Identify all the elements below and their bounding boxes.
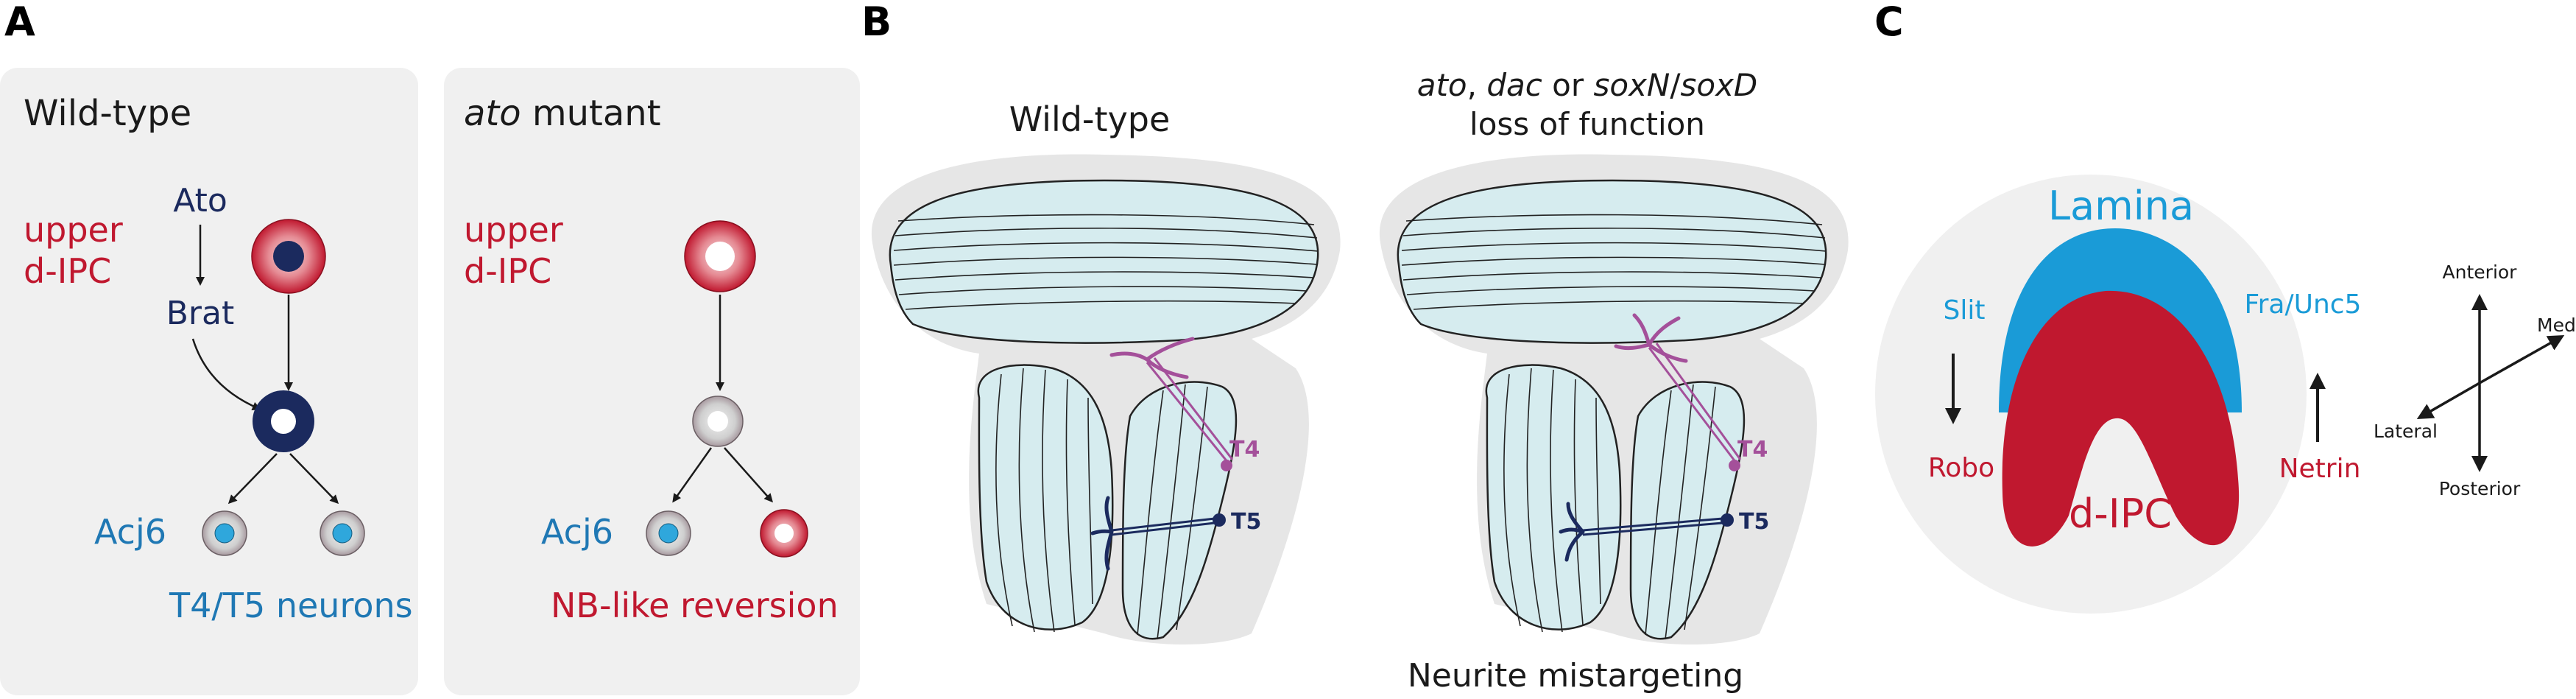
- t4-t5-neurons-label: T4/T5 neurons: [169, 586, 413, 625]
- progenitor-nucleus: [271, 409, 296, 434]
- upper-dipc-label-line1: upper: [24, 210, 123, 250]
- netrin-label: Netrin: [2279, 454, 2361, 484]
- lobula-wildtype: [977, 364, 1114, 630]
- nb-like-reversion-label: NB-like reversion: [551, 586, 839, 625]
- mutant-neuroblast-nucleus: [705, 242, 735, 271]
- upper-dipc-label-line2: d-IPC: [24, 251, 111, 291]
- dipc-shape: [2002, 290, 2240, 547]
- robo-label: Robo: [1928, 453, 1994, 483]
- lobula-plate-mutant: [1629, 381, 1746, 640]
- ato-mutant-title-rest: mutant: [521, 93, 661, 134]
- t5-cell-body-mutant: [1721, 513, 1734, 527]
- lobula-plate-layers-wildtype: [1137, 384, 1208, 640]
- t4-neuron-mutant: T4: [1614, 313, 1768, 471]
- brat-gene-label: Brat: [166, 295, 235, 332]
- mutant-split-arrow-left: [672, 447, 713, 503]
- lateral-arrow: [2416, 382, 2480, 419]
- optic-lobe-wildtype: Wild-type: [871, 99, 1341, 644]
- anterior-label: Anterior: [2443, 261, 2518, 283]
- panel-a: A Wild-type upper d-IPC Ato Brat: [0, 0, 860, 695]
- mutant-upper-dipc-line2: d-IPC: [464, 251, 551, 291]
- t4-cell-body-wildtype: [1221, 460, 1232, 471]
- panel-c: C Lamina d-IPC Slit Robo Fra/Unc5 Netrin…: [1874, 0, 2576, 614]
- acj6-nucleus-right-wildtype: [332, 523, 353, 544]
- t5-label-wildtype: T5: [1231, 509, 1261, 535]
- lamina-label: Lamina: [2048, 183, 2194, 229]
- posterior-label: Posterior: [2439, 478, 2521, 499]
- mutant-lobe-drawing: T4 T5: [1379, 154, 1849, 644]
- nb-like-nucleus: [774, 524, 794, 543]
- slit-label: Slit: [1944, 295, 1986, 326]
- panel-a-wildtype-box: Wild-type upper d-IPC Ato Brat Acj6 T4/T…: [0, 68, 418, 695]
- panel-a-ato-mutant-box: ato mutant upper d-IPC Acj6 NB-like reve…: [444, 68, 860, 695]
- lobula-layers-wildtype: [995, 368, 1093, 633]
- medial-arrow: [2479, 335, 2565, 384]
- optic-lobe-mutant: ato, dac or soxN/soxD loss of function: [1379, 67, 1849, 695]
- split-arrow-right: [289, 453, 339, 505]
- loss-of-function-title-line2: loss of function: [1469, 106, 1705, 142]
- ato-mutant-title: ato mutant: [464, 93, 661, 134]
- lobula-layers-mutant: [1503, 368, 1601, 633]
- mutant-split-arrow-right: [724, 447, 773, 503]
- lof-sep-1: ,: [1467, 67, 1487, 103]
- panel-letter-c: C: [1874, 0, 1904, 45]
- mutant-progenitor-nucleus: [707, 411, 728, 432]
- t4-cell-body-mutant: [1729, 460, 1740, 471]
- ato-mutant-title-italic: ato: [464, 93, 521, 134]
- ato-gene-label: Ato: [173, 182, 227, 219]
- t5-cell-body-wildtype: [1213, 513, 1226, 527]
- mutant-upper-dipc-line1: upper: [464, 210, 563, 250]
- neuroblast-nucleus-navy: [273, 241, 304, 272]
- lof-gene-soxn: soxN: [1593, 67, 1670, 103]
- split-arrow-left: [227, 453, 278, 505]
- lof-sep-2: or: [1542, 67, 1594, 103]
- loss-of-function-title-line1: ato, dac or soxN/soxD: [1417, 67, 1758, 103]
- t4-label-mutant: T4: [1737, 437, 1768, 463]
- lof-gene-dac: dac: [1486, 67, 1542, 103]
- acj6-label-mutant: Acj6: [541, 512, 613, 552]
- orientation-axes: Anterior Posterior Medial Lateral: [2374, 261, 2576, 499]
- panel-letter-a: A: [4, 0, 35, 45]
- ato-mutant-box-background: [444, 68, 860, 695]
- panel-letter-b: B: [861, 0, 892, 45]
- dipc-label: d-IPC: [2069, 491, 2172, 537]
- wildtype-lobe-title: Wild-type: [1009, 99, 1171, 139]
- medulla-wildtype: [889, 179, 1319, 344]
- medulla-layers-wildtype: [893, 214, 1319, 310]
- medial-label: Medial: [2537, 315, 2576, 336]
- lobula-mutant: [1485, 364, 1622, 630]
- acj6-label-wildtype: Acj6: [94, 512, 166, 552]
- acj6-nucleus-left-wildtype: [214, 523, 235, 544]
- t5-neuron-wildtype: T5: [1090, 496, 1261, 571]
- wildtype-title: Wild-type: [24, 93, 191, 134]
- lof-gene-ato: ato: [1417, 67, 1467, 103]
- fra-unc5-label: Fra/Unc5: [2245, 289, 2362, 320]
- lateral-label: Lateral: [2374, 421, 2438, 442]
- lof-sep-3: /: [1670, 67, 1681, 103]
- neurite-mistargeting-caption: Neurite mistargeting: [1408, 657, 1743, 695]
- panel-b: B Wild-type: [861, 0, 1849, 695]
- medulla-mutant: [1397, 179, 1827, 344]
- lof-gene-soxd: soxD: [1681, 67, 1758, 103]
- medulla-layers-mutant: [1401, 214, 1827, 310]
- lobula-plate-wildtype: [1121, 381, 1238, 640]
- acj6-nucleus-left-mutant: [658, 523, 679, 544]
- t4-label-wildtype: T4: [1229, 437, 1260, 463]
- brat-to-cell-arrow: [191, 338, 261, 410]
- t4-neuron-wildtype: T4: [1109, 337, 1260, 471]
- t5-neuron-mutant: T5: [1559, 502, 1769, 562]
- wildtype-box-background: [0, 68, 418, 695]
- t5-label-mutant: T5: [1739, 509, 1769, 535]
